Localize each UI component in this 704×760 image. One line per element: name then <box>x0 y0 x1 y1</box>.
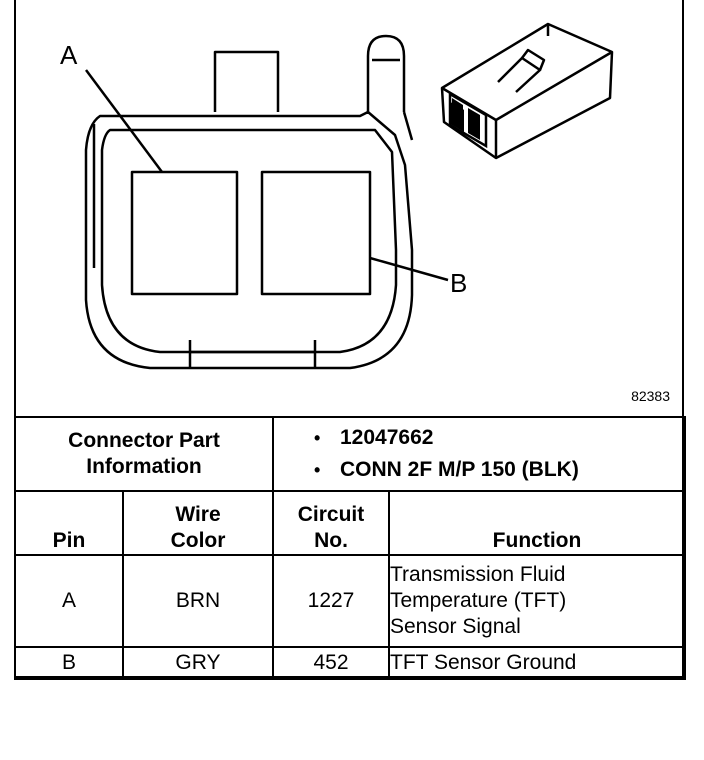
function-cell: Transmission Fluid Temperature (TFT) Sen… <box>387 554 687 648</box>
circuit-header-line2: No. <box>314 529 348 552</box>
circuit-cell: 1227 <box>272 554 390 648</box>
connector-part-header-line2: Information <box>86 455 202 478</box>
part-info-item: •12047662 <box>314 426 434 449</box>
figure-number: 82383 <box>631 388 670 404</box>
connector-diagram: A B 82383 <box>60 22 670 404</box>
wire-color-header-line1: Wire <box>175 503 221 526</box>
connector-part-header: Connector Part Information <box>14 416 274 492</box>
connector-isometric-icon <box>440 22 614 160</box>
function-line: Sensor Signal <box>390 615 521 638</box>
part-description: CONN 2F M/P 150 (BLK) <box>340 458 579 481</box>
connector-part-header-line1: Connector Part <box>68 429 220 452</box>
connector-part-info: •12047662 •CONN 2F M/P 150 (BLK) <box>271 416 687 492</box>
function-header-text: Function <box>492 529 582 552</box>
column-header-row: Pin Wire Color Circuit No. Function <box>14 490 687 556</box>
circuit-header-line1: Circuit <box>297 503 365 526</box>
pin-a-label: A <box>60 40 78 70</box>
part-number: 12047662 <box>340 426 434 449</box>
part-info-item: •CONN 2F M/P 150 (BLK) <box>314 458 579 481</box>
function-cell: TFT Sensor Ground <box>387 646 687 680</box>
pin-b-label: B <box>450 268 468 298</box>
function-line: Temperature (TFT) <box>390 589 567 612</box>
pin-cell: B <box>14 646 124 680</box>
table-row: B GRY 452 TFT Sensor Ground <box>14 646 687 680</box>
function-line: TFT Sensor Ground <box>390 651 577 674</box>
circuit-column-header: Circuit No. <box>272 490 390 556</box>
function-column-header: Function <box>387 490 687 556</box>
connector-info-table: Connector Part Information •12047662 •CO… <box>14 416 687 680</box>
table-row: A BRN 1227 Transmission Fluid Temperatur… <box>14 554 687 648</box>
circuit-cell: 452 <box>272 646 390 680</box>
pin-header-text: Pin <box>52 529 86 552</box>
function-line: Transmission Fluid <box>390 563 566 586</box>
connector-part-row: Connector Part Information •12047662 •CO… <box>14 416 687 492</box>
pin-column-header: Pin <box>14 490 124 556</box>
connector-drawing <box>84 22 614 370</box>
wire-color-header-line2: Color <box>170 529 226 552</box>
wire-color-cell: GRY <box>122 646 274 680</box>
pin-cell: A <box>14 554 124 648</box>
wire-color-cell: BRN <box>122 554 274 648</box>
wire-color-column-header: Wire Color <box>122 490 274 556</box>
